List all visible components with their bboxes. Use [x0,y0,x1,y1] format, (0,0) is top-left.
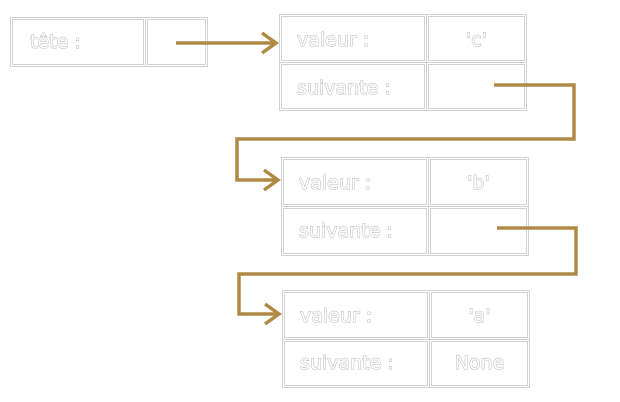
arrow-head-to-node-1 [176,31,280,55]
node-3-value-label: valeur : [299,305,373,327]
node-3-value-label-cell [282,290,430,340]
node-2-value: 'b' [467,172,491,194]
node-2-value-cell [428,157,529,207]
node-1-value-label: valeur : [296,29,370,51]
node-2-next-label-cell [281,206,429,256]
node-3-next-label-cell [282,339,430,388]
node-3-next-cell [429,339,530,388]
head-label-cell [10,17,146,67]
node-1-value-label-cell [279,14,427,63]
node-2-next-label: suivante : [299,220,394,242]
arrow-node-2-to-node-3 [237,226,578,326]
arrow-node-1-to-node-2 [235,83,576,192]
node-2-value-label: valeur : [298,172,372,194]
head-label: tête : [30,31,82,53]
node-3-value: 'a' [468,305,491,327]
node-1-value: 'c' [466,29,488,51]
node-1-next-cell [426,62,527,111]
node-3-next-label: suivante : [300,352,395,374]
node-1-next-label: suivante : [297,77,392,99]
node-3-value-cell [429,290,530,340]
node-1-value-cell [426,14,527,63]
node-1-next-label-cell [279,62,427,111]
node-2-next-cell [428,206,529,256]
node-2-value-label-cell [281,157,429,207]
node-3-next-value: None [454,352,505,374]
